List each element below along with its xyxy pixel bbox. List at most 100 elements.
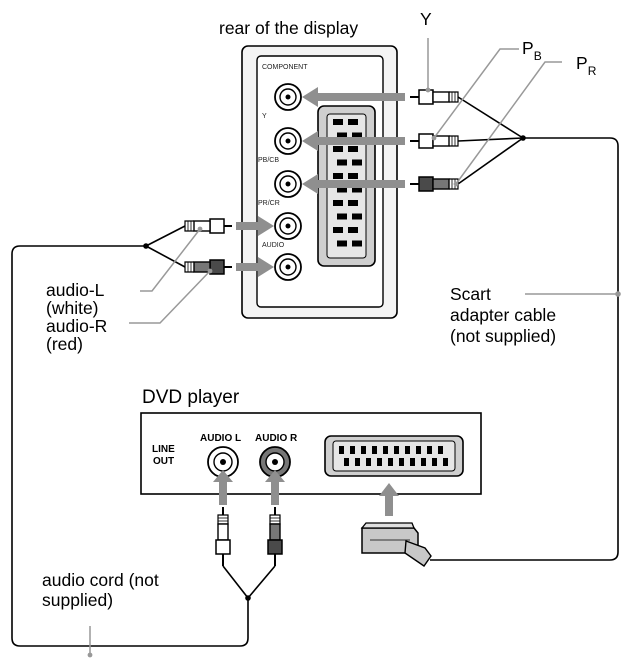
pb-signal-main: P — [522, 38, 534, 58]
dvd-scart-socket — [324, 435, 464, 477]
scart-adapter-cable — [430, 137, 619, 561]
dvd-audio-l-plug — [215, 507, 231, 566]
scart-pin — [438, 446, 443, 454]
scart-pin — [410, 458, 415, 466]
line-out-label-1: LINE — [152, 444, 175, 455]
audio-r-leader — [129, 270, 211, 324]
y-plug — [410, 89, 459, 105]
audio-r-dvd-label: AUDIO R — [255, 433, 298, 444]
dvd-audio-l-arrow — [213, 470, 233, 505]
scart-pin — [443, 458, 448, 466]
scart-pin — [333, 200, 343, 206]
y-signal-label: Y — [420, 9, 432, 29]
audio-l-jack — [274, 212, 302, 240]
scart-pin — [352, 213, 362, 220]
scart-pin — [337, 186, 347, 193]
y-panel-label: Y — [262, 113, 267, 120]
scart-pin — [352, 240, 362, 247]
scart-pin — [352, 132, 362, 139]
audio-r-label: audio-R — [46, 316, 107, 336]
scart-pin — [405, 446, 410, 454]
scart-pin — [350, 446, 355, 454]
audio-cord-line1: audio cord (not — [42, 570, 159, 590]
scart-pin — [352, 159, 362, 166]
dvd-player-title: DVD player — [142, 387, 240, 408]
audio-l-color: (white) — [46, 298, 99, 318]
dvd-audio-r-arrow — [265, 470, 285, 505]
scart-pin — [427, 446, 432, 454]
pb-arrow — [302, 131, 405, 151]
audio-cable-display-side — [145, 225, 186, 268]
dvd-audio-l-jack — [207, 446, 239, 478]
y-arrow — [302, 87, 405, 107]
scart-pin — [344, 458, 349, 466]
scart-pin — [339, 446, 344, 454]
scart-cable-line2: adapter cable — [450, 305, 556, 325]
scart-pin — [333, 119, 343, 125]
scart-pin — [416, 446, 421, 454]
pb-signal-sub: B — [534, 49, 542, 63]
audio-l-dvd-label: AUDIO L — [200, 433, 241, 444]
scart-pin — [366, 458, 371, 466]
pr-leader — [455, 61, 562, 185]
audio-r-color: (red) — [46, 334, 83, 354]
scart-pin — [337, 132, 347, 139]
scart-pin — [348, 173, 358, 179]
audio-cable-dvd-side — [222, 565, 276, 599]
scart-pin — [352, 186, 362, 193]
pb-jack — [274, 127, 302, 155]
scart-pin — [388, 458, 393, 466]
component-cable-bundle — [457, 96, 524, 185]
scart-adapter-plug — [360, 522, 432, 567]
audio-cord — [11, 245, 249, 647]
scart-pin — [337, 240, 347, 247]
scart-pin — [333, 146, 343, 152]
scart-pin — [348, 146, 358, 152]
audio-r-jack — [274, 253, 302, 281]
pr-signal-main: P — [576, 53, 588, 73]
scart-pin — [372, 446, 377, 454]
dvd-scart-arrow — [379, 483, 399, 516]
y-jack — [274, 83, 302, 111]
pb-plug — [410, 133, 459, 149]
scart-pin — [432, 458, 437, 466]
scart-pin — [394, 446, 399, 454]
audio-l-leader — [140, 228, 201, 292]
pr-plug — [410, 176, 459, 192]
scart-pin — [355, 458, 360, 466]
scart-pin — [333, 173, 343, 179]
scart-cable-line1: Scart — [450, 284, 491, 304]
scart-pin — [383, 446, 388, 454]
scart-pin — [421, 458, 426, 466]
component-arrows — [236, 87, 405, 277]
display-title: rear of the display — [219, 18, 358, 38]
scart-pin — [333, 227, 343, 233]
audio-r-plug-display — [184, 259, 232, 275]
dvd-audio-r-plug — [267, 507, 283, 566]
scart-pin — [337, 159, 347, 166]
scart-pin — [348, 227, 358, 233]
audio-l-plug-display — [184, 218, 232, 234]
scart-pin — [348, 119, 358, 125]
scart-pin — [399, 458, 404, 466]
audio-r-arrow — [236, 257, 274, 277]
pb-panel-label: PB/CB — [258, 157, 279, 164]
scart-pin — [377, 458, 382, 466]
svg-text:PB: PB — [522, 38, 542, 63]
pr-jack — [274, 170, 302, 198]
scart-pin — [361, 446, 366, 454]
component-panel-label: COMPONENT — [262, 64, 308, 71]
scart-pin — [348, 200, 358, 206]
pb-leader — [433, 48, 519, 139]
audio-cord-line2: supplied) — [42, 590, 113, 610]
audio-panel-label: AUDIO — [262, 242, 285, 249]
line-out-label-2: OUT — [153, 456, 174, 467]
pr-signal-sub: R — [588, 64, 597, 78]
scart-cable-line3: (not supplied) — [450, 326, 556, 346]
audio-l-label: audio-L — [46, 280, 105, 300]
svg-text:PR: PR — [576, 53, 597, 78]
audio-l-arrow — [236, 216, 274, 236]
pr-arrow — [302, 174, 405, 194]
scart-pin — [337, 213, 347, 220]
